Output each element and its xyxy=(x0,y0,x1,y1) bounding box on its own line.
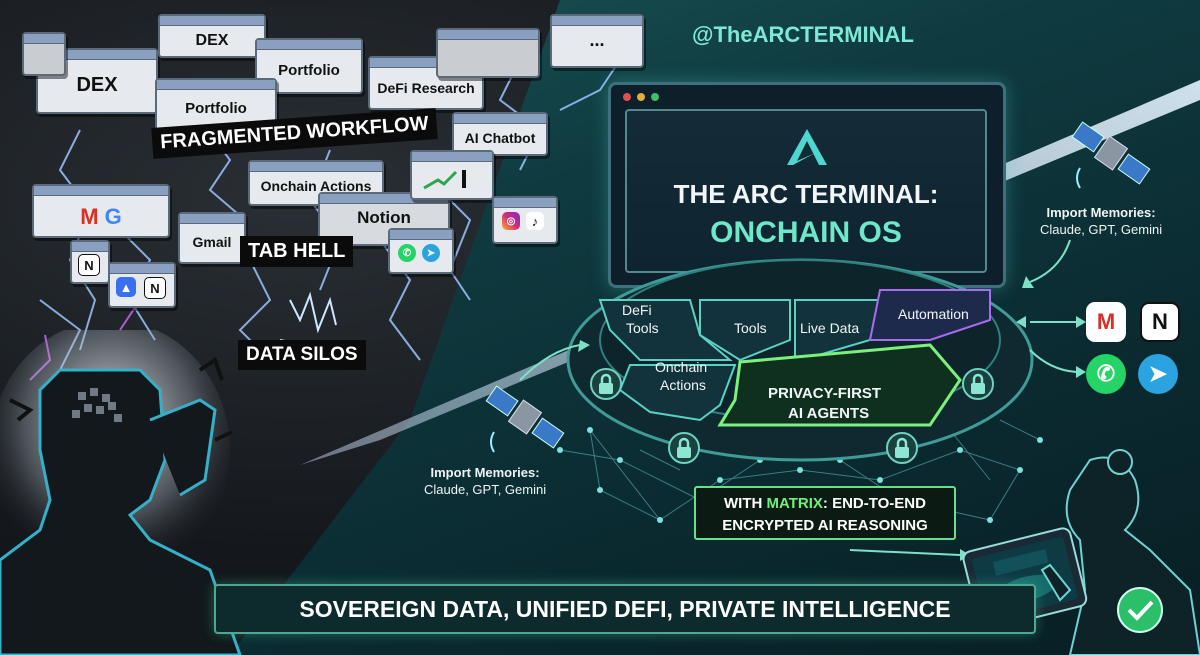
dial-defi-tools-line2: Tools xyxy=(626,320,659,336)
matrix-line1-rest: : END-TO-END xyxy=(822,495,926,512)
satellite-icon xyxy=(485,385,565,453)
window-label: Portfolio xyxy=(185,100,247,117)
window-titlebar xyxy=(370,58,482,68)
window-titlebar xyxy=(72,242,108,252)
browser-window-gmail: Gmail xyxy=(178,212,246,264)
matrix-encryption-box: WITH MATRIX: END-TO-END ENCRYPTED AI REA… xyxy=(694,486,956,540)
notion-icon: N xyxy=(1140,302,1180,342)
check-badge-icon xyxy=(1117,587,1163,633)
window-minimize-dot xyxy=(637,93,645,101)
window-titlebar xyxy=(412,152,492,162)
window-label: Portfolio xyxy=(278,62,340,79)
whatsapp-icon: ✆ xyxy=(1086,354,1126,394)
window-titlebar xyxy=(320,194,448,204)
matrix-prefix: WITH xyxy=(724,495,767,512)
dial-live-data: Live Data xyxy=(800,320,859,336)
dial-automation: Automation xyxy=(898,306,969,322)
window-label: DEX xyxy=(76,74,118,96)
window-titlebar xyxy=(34,186,168,196)
gmail-icon: M xyxy=(1086,302,1126,342)
whatsapp-mini-icon: ✆ xyxy=(398,244,416,262)
browser-window-google: M G xyxy=(32,184,170,238)
window-titlebar xyxy=(257,40,361,50)
browser-window-messengers: ✆ ➤ xyxy=(388,228,454,274)
browser-window-arc-notion: ▲ N xyxy=(108,262,176,308)
window-titlebar xyxy=(180,214,244,224)
tab-hell-label: TAB HELL xyxy=(240,236,354,267)
window-titlebar xyxy=(552,16,642,26)
window-maximize-dot xyxy=(651,93,659,101)
window-titlebar xyxy=(157,80,275,90)
telegram-icon: ➤ xyxy=(1138,354,1178,394)
window-titlebar xyxy=(438,30,538,40)
dial-privacy-line1: PRIVACY-FIRST xyxy=(768,385,881,402)
window-label: Gmail xyxy=(192,234,232,250)
import-memories-left: Import Memories: Claude, GPT, Gemini xyxy=(424,464,546,498)
window-label: Onchain Actions xyxy=(260,178,372,194)
window-label: Notion xyxy=(357,208,411,227)
notion-mini-icon: N xyxy=(144,277,166,299)
browser-window-ai-chatbot: AI Chatbot xyxy=(452,112,548,156)
window-titlebar xyxy=(494,198,556,208)
notion-mini-icon: N xyxy=(78,254,100,276)
arc-terminal-monitor: THE ARC TERMINAL: ONCHAIN OS xyxy=(608,82,1006,288)
import-memories-sources: Claude, GPT, Gemini xyxy=(1040,222,1163,237)
import-memories-sources: Claude, GPT, Gemini xyxy=(424,482,547,497)
lock-icons xyxy=(590,368,994,464)
data-silos-label: DATA SILOS xyxy=(238,340,366,370)
window-label: ... xyxy=(589,30,605,50)
tiktok-icon: ♪ xyxy=(526,212,544,230)
import-memories-title: Import Memories: xyxy=(1046,205,1156,220)
browser-window-chart xyxy=(410,150,494,200)
window-titlebar xyxy=(250,162,382,172)
dial-privacy-line2: AI AGENTS xyxy=(788,405,869,422)
bottom-banner: SOVEREIGN DATA, UNIFIED DEFI, PRIVATE IN… xyxy=(214,584,1036,634)
dial-tools: Tools xyxy=(734,320,767,336)
browser-window-blank xyxy=(436,28,540,78)
arc-mini-icon: ▲ xyxy=(116,277,136,297)
twitter-handle: @TheARCTERMINAL xyxy=(692,22,914,47)
window-titlebar xyxy=(454,114,546,124)
dial-onchain-line1: Onchain xyxy=(655,359,707,375)
window-titlebar xyxy=(160,16,264,26)
dial-defi-tools-line1: DeFi xyxy=(622,302,652,318)
window-label: DeFi Research xyxy=(377,80,475,96)
window-label: DEX xyxy=(195,32,229,49)
telegram-mini-icon: ➤ xyxy=(422,244,440,262)
window-titlebar xyxy=(390,230,452,240)
browser-window-onchain-actions: Onchain Actions xyxy=(248,160,384,206)
browser-window-social: ◎ ♪ xyxy=(492,196,558,244)
browser-window-top-left xyxy=(22,32,66,76)
gmail-google-icons: M G xyxy=(80,204,122,229)
stressed-person-illustration xyxy=(0,330,242,655)
terminal-screen: THE ARC TERMINAL: ONCHAIN OS xyxy=(625,109,987,273)
satellite-icon xyxy=(1071,121,1151,189)
window-titlebar xyxy=(38,50,156,60)
terminal-title-line1: THE ARC TERMINAL: xyxy=(673,179,939,209)
browser-window-notion-mini: N xyxy=(70,240,110,284)
terminal-title-line2: ONCHAIN OS xyxy=(710,216,902,249)
window-titlebar xyxy=(24,34,64,44)
arc-logo-icon xyxy=(787,129,827,165)
window-label: AI Chatbot xyxy=(464,130,536,146)
import-memories-right: Import Memories: Claude, GPT, Gemini xyxy=(1040,204,1162,238)
dial-onchain-line2: Actions xyxy=(660,377,706,393)
window-close-dot xyxy=(623,93,631,101)
chart-icon xyxy=(423,170,466,190)
matrix-line2: ENCRYPTED AI REASONING xyxy=(722,517,928,534)
window-titlebar xyxy=(110,264,174,274)
import-memories-title: Import Memories: xyxy=(430,465,540,480)
browser-window-more: ... xyxy=(550,14,644,68)
matrix-highlight: MATRIX xyxy=(766,495,823,512)
instagram-icon: ◎ xyxy=(502,212,520,230)
browser-window-dex-2: DEX xyxy=(158,14,266,58)
